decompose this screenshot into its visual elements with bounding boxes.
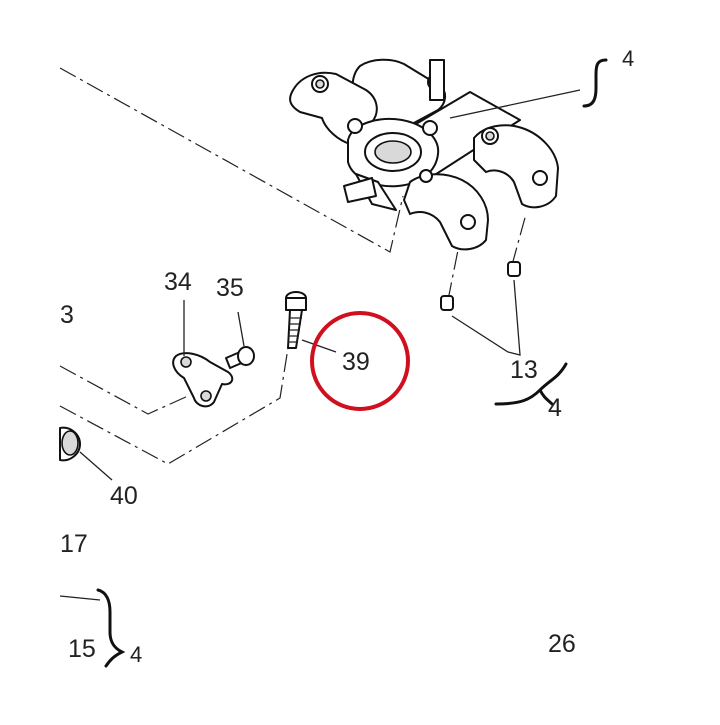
callout-26: 26 bbox=[548, 630, 576, 658]
hole-5 bbox=[347, 118, 363, 134]
part-40-fitting bbox=[59, 426, 81, 462]
dowel-pin-left bbox=[440, 295, 454, 311]
hole-4 bbox=[422, 120, 438, 136]
leader-39 bbox=[301, 339, 337, 353]
part-35-bolt bbox=[225, 346, 255, 369]
dowel-pin-right bbox=[507, 261, 521, 277]
fitting-40-face bbox=[61, 430, 79, 456]
hole-1-inner bbox=[315, 79, 325, 89]
screw-39-head bbox=[285, 297, 307, 311]
hub-bore-inner bbox=[374, 140, 412, 164]
highlight-circle-39 bbox=[310, 311, 410, 411]
part-34-plate bbox=[172, 352, 234, 408]
assembly-line-13-right bbox=[511, 213, 527, 266]
callout-40: 40 bbox=[110, 482, 138, 510]
dowel-pins bbox=[440, 261, 521, 311]
leader-35 bbox=[237, 311, 245, 347]
leader-4-top bbox=[449, 89, 581, 119]
callout-35: 35 bbox=[216, 274, 244, 302]
callout-3: 3 bbox=[60, 301, 74, 329]
bracket-right-arm bbox=[473, 124, 559, 209]
bracket-assembly bbox=[289, 58, 559, 251]
callout-17: 17 bbox=[60, 530, 88, 558]
screw-39-thread bbox=[288, 317, 302, 343]
brace-13 bbox=[494, 362, 568, 406]
bracket-front-arm bbox=[403, 173, 489, 251]
callout-34: 34 bbox=[164, 268, 192, 296]
hole-6 bbox=[460, 214, 476, 230]
plate-hole-2 bbox=[200, 390, 212, 402]
plate-hole-1 bbox=[180, 356, 192, 368]
assembly-lines bbox=[59, 67, 527, 465]
callout-39: 39 bbox=[342, 348, 370, 376]
callout-15: 15 bbox=[68, 635, 96, 663]
brace-15 bbox=[96, 588, 126, 668]
leader-40 bbox=[79, 451, 113, 481]
screw-39-shank bbox=[287, 309, 303, 349]
leader-lines bbox=[59, 89, 581, 601]
hole-8 bbox=[419, 169, 433, 183]
callout-4-top: 4 bbox=[622, 46, 634, 71]
brace-top-right bbox=[582, 58, 608, 108]
callout-13-quantity: 4 bbox=[548, 394, 562, 422]
bracket-pin-stub bbox=[343, 177, 377, 203]
hole-3-inner bbox=[485, 131, 495, 141]
bracket-top-pin bbox=[429, 59, 445, 101]
assembly-line-13-left bbox=[447, 249, 459, 301]
leader-15 bbox=[59, 595, 101, 601]
assembly-line-39 bbox=[59, 347, 289, 465]
leader-13 bbox=[451, 279, 521, 356]
hole-7 bbox=[532, 170, 548, 186]
callout-15-quantity: 4 bbox=[130, 642, 142, 667]
part-39-screw bbox=[285, 291, 307, 349]
assembly-line-top bbox=[59, 67, 404, 253]
bolt-35-head bbox=[237, 346, 255, 366]
assembly-line-34 bbox=[59, 365, 189, 415]
callout-13: 13 bbox=[510, 356, 538, 384]
